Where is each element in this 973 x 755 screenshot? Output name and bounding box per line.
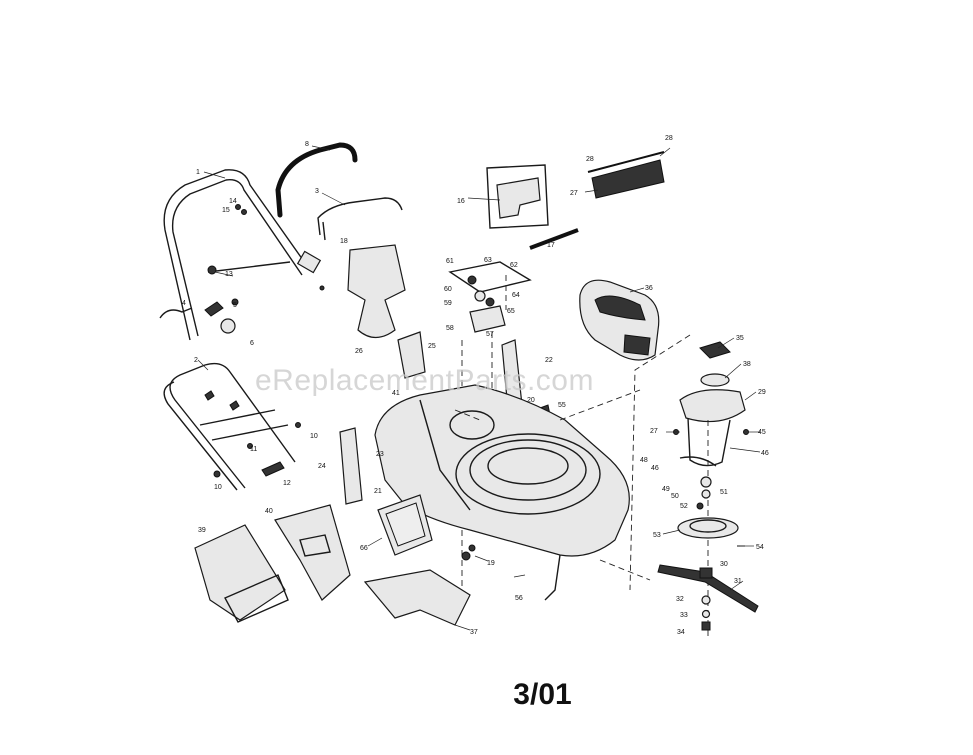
callout: 55 xyxy=(558,402,566,409)
center-adapter xyxy=(448,261,532,600)
callout: 39 xyxy=(198,527,206,534)
callout: 4 xyxy=(182,300,186,307)
callout: 5 xyxy=(233,302,237,309)
callout: 36 xyxy=(645,285,653,292)
callout: 45 xyxy=(758,429,766,436)
callout: 16 xyxy=(457,198,465,205)
callout: 46 xyxy=(761,450,769,457)
bail-wire xyxy=(275,142,403,241)
callout: 46 xyxy=(651,465,659,472)
callout: 18 xyxy=(340,238,348,245)
mower-deck xyxy=(374,384,630,601)
callout: 13 xyxy=(225,271,233,278)
callout: 40 xyxy=(265,508,273,515)
callout: 29 xyxy=(758,389,766,396)
callout: 31 xyxy=(734,578,742,585)
callout: 28 xyxy=(586,156,594,163)
chute-deflector xyxy=(347,244,406,339)
callout: 61 xyxy=(446,258,454,265)
mounting-plate xyxy=(486,164,549,229)
rear-door xyxy=(377,494,433,556)
callout: 8 xyxy=(305,141,309,148)
callout: 64 xyxy=(512,292,520,299)
upper-handle xyxy=(163,169,322,341)
callout: 10 xyxy=(310,433,318,440)
callout: 56 xyxy=(515,595,523,602)
leader-lines xyxy=(197,145,761,591)
callout: 24 xyxy=(318,463,326,470)
callout: 37 xyxy=(470,629,478,636)
callout: 22 xyxy=(545,357,553,364)
callout: 62 xyxy=(510,262,518,269)
callout: 63 xyxy=(484,257,492,264)
callout: 66 xyxy=(360,545,368,552)
callout: 30 xyxy=(720,561,728,568)
callout: 51 xyxy=(720,489,728,496)
callout: 21 xyxy=(374,488,382,495)
callout: 60 xyxy=(444,286,452,293)
callout: 38 xyxy=(743,361,751,368)
callout: 57 xyxy=(486,331,494,338)
callout: 23 xyxy=(376,451,384,458)
callout: 48 xyxy=(640,457,648,464)
callout: 1 xyxy=(196,169,200,176)
callout: 50 xyxy=(671,493,679,500)
callout: 58 xyxy=(446,325,454,332)
callout: 15 xyxy=(222,207,230,214)
callout: 12 xyxy=(283,480,291,487)
callout: 20 xyxy=(527,397,535,404)
callout: 25 xyxy=(428,343,436,350)
callout: 54 xyxy=(756,544,764,551)
handle-hardware xyxy=(159,204,325,478)
callout: 53 xyxy=(653,532,661,539)
callout: 33 xyxy=(680,612,688,619)
assembly-lines xyxy=(454,334,691,591)
callout: 27 xyxy=(570,190,578,197)
callout: 41 xyxy=(392,390,400,397)
callout: 11 xyxy=(250,446,257,453)
callout: 65 xyxy=(507,308,515,315)
callout: 32 xyxy=(676,596,684,603)
callout: 28 xyxy=(665,135,673,142)
blade-stack xyxy=(657,341,759,640)
callout: 2 xyxy=(194,357,198,364)
callout: 19 xyxy=(487,560,495,567)
engine xyxy=(579,279,660,361)
callout: 59 xyxy=(444,300,452,307)
revision-date: 3/01 xyxy=(513,678,572,711)
callout: 17 xyxy=(547,242,555,249)
grass-bag xyxy=(194,504,351,623)
callout: 26 xyxy=(355,348,363,355)
lower-handle xyxy=(163,362,296,491)
callout: 10 xyxy=(214,484,222,491)
callout: 34 xyxy=(677,629,685,636)
callout: 27 xyxy=(650,428,658,435)
callout: 49 xyxy=(662,486,670,493)
callout: 52 xyxy=(680,503,688,510)
side-chute xyxy=(363,569,471,631)
callout-labels: 1 2 3 4 5 6 8 10 10 11 12 13 14 15 16 17… xyxy=(182,135,769,636)
rear-flap xyxy=(529,151,665,250)
callout: 3 xyxy=(315,188,319,195)
watermark-text: eReplacementParts.com xyxy=(255,364,594,397)
callout: 35 xyxy=(736,335,744,342)
callout: 6 xyxy=(250,340,254,347)
callout: 14 xyxy=(229,198,237,205)
